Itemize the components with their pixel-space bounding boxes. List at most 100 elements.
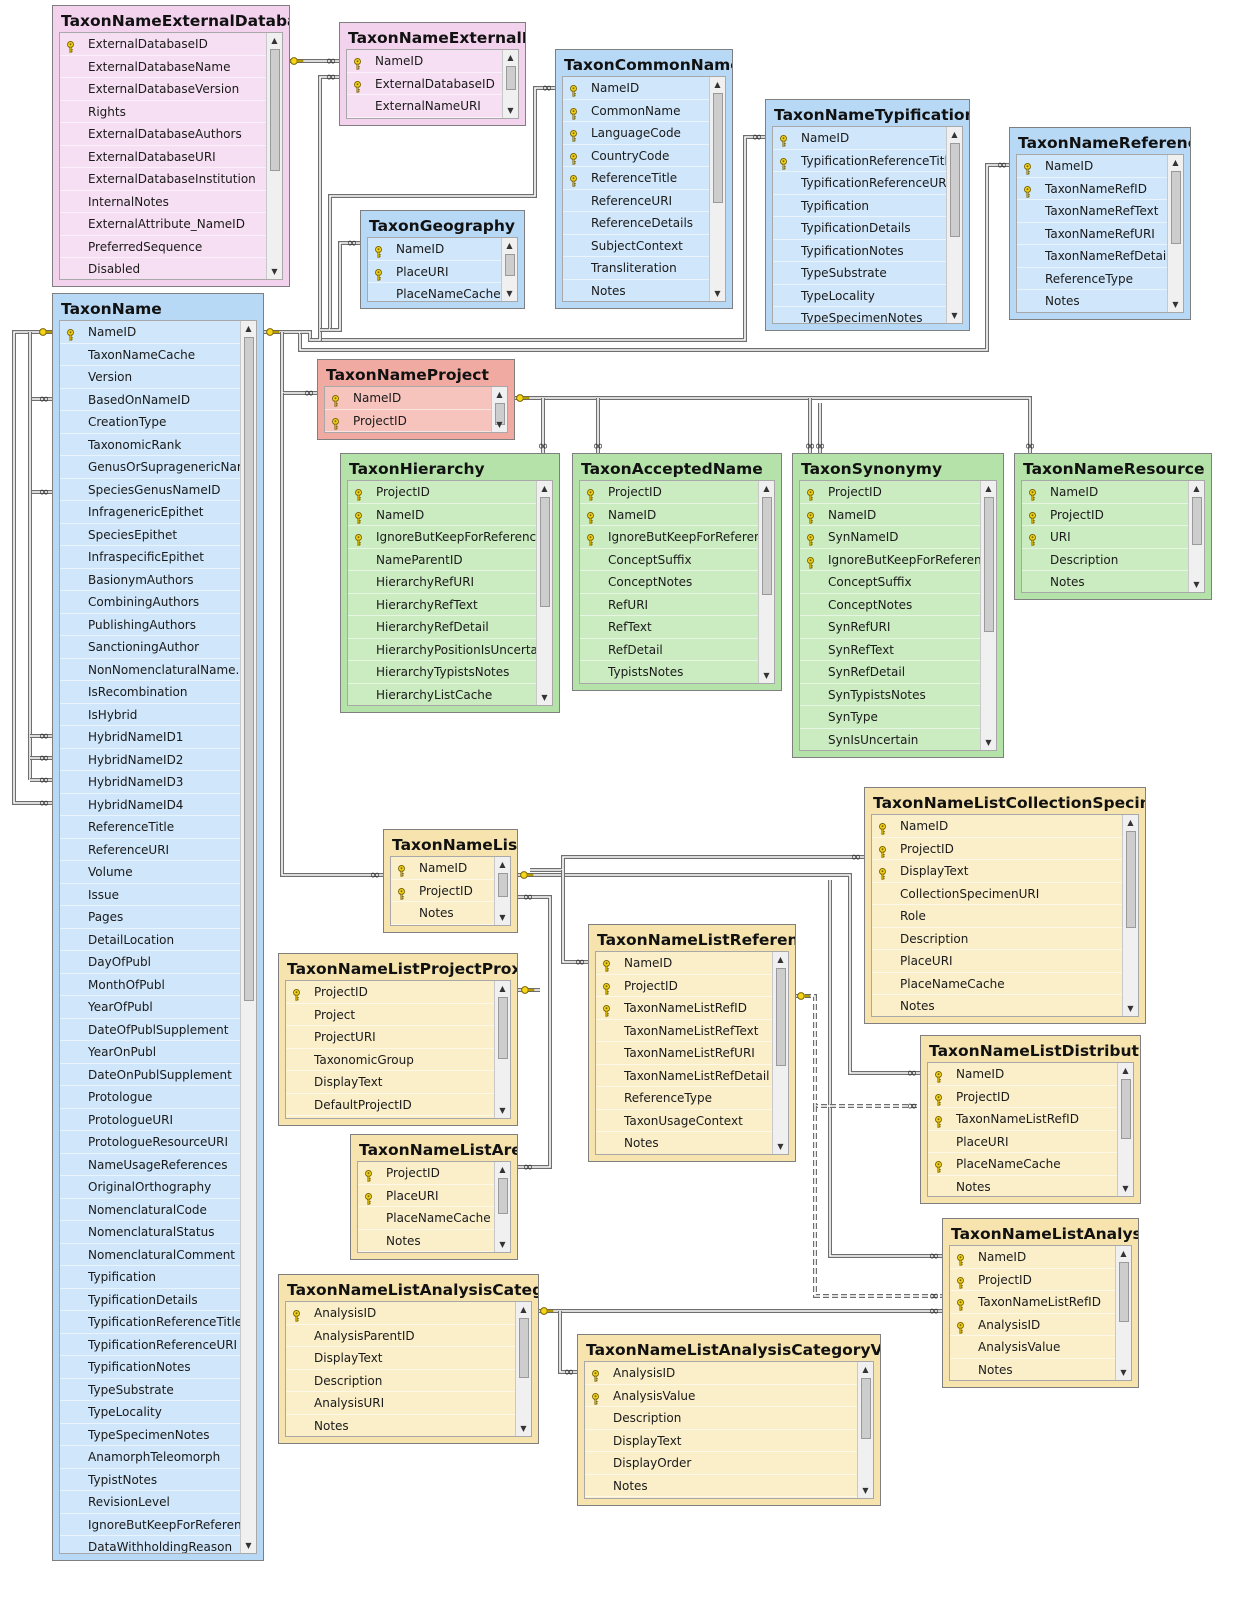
column-row[interactable]: PlaceNameCache — [928, 1153, 1117, 1176]
column-row[interactable]: HierarchyRefText — [348, 594, 536, 616]
column-row[interactable]: Notes — [358, 1230, 494, 1252]
table-title[interactable]: TaxonName — [61, 300, 162, 318]
column-row[interactable]: CommonName — [563, 100, 709, 122]
column-row[interactable]: AnalysisParentID — [286, 1325, 515, 1347]
column-row[interactable]: TypificationReferenceTitle — [773, 150, 946, 172]
column-row[interactable]: ConceptNotes — [580, 571, 758, 594]
scroll-down-arrow-icon[interactable]: ▼ — [714, 289, 721, 298]
column-row[interactable]: NameID — [580, 504, 758, 526]
column-row[interactable]: PlaceURI — [872, 950, 1122, 973]
column-row[interactable]: Notes — [1022, 571, 1188, 592]
column-row[interactable]: IgnoreButKeepForReference — [800, 549, 980, 571]
column-row[interactable]: DetailLocation — [60, 929, 240, 951]
column-row[interactable]: TypificationDetails — [60, 1289, 240, 1311]
column-row[interactable]: Notes — [928, 1176, 1117, 1197]
column-row[interactable]: Notes — [391, 902, 494, 925]
column-row[interactable]: DisplayText — [585, 1430, 857, 1452]
scrollbar-thumb[interactable] — [498, 873, 508, 897]
column-row[interactable]: HybridNameID3 — [60, 771, 240, 794]
column-row[interactable]: CollectionSpecimenURI — [872, 883, 1122, 905]
scrollbar-thumb[interactable] — [505, 254, 515, 276]
table-list-reference[interactable]: TaxonNameListReferenceNameIDProjectIDTax… — [588, 924, 796, 1162]
column-row[interactable]: ReferenceTitle — [60, 816, 240, 839]
table-title[interactable]: TaxonAcceptedName — [581, 460, 763, 478]
column-row[interactable]: ProtologueURI — [60, 1109, 240, 1131]
column-row[interactable]: TypeLocality — [60, 1401, 240, 1424]
column-row[interactable]: PlaceURI — [368, 261, 501, 283]
column-row[interactable]: AnalysisValue — [585, 1385, 857, 1407]
scrollbar[interactable]: ▲▼ — [946, 127, 962, 323]
scroll-down-arrow-icon[interactable]: ▼ — [862, 1486, 869, 1495]
column-row[interactable]: AnalysisID — [585, 1362, 857, 1385]
table-list-collection-specimen[interactable]: TaxonNameListCollectionSpecimenNameIDPro… — [864, 787, 1146, 1024]
column-row[interactable]: ProjectID — [800, 481, 980, 504]
scrollbar-thumb[interactable] — [1121, 1079, 1131, 1139]
scroll-down-arrow-icon[interactable]: ▼ — [1127, 1004, 1134, 1013]
table-title[interactable]: TaxonNameListAnalysisCategory — [287, 1281, 538, 1299]
column-row[interactable]: ExternalAttribute_NameID — [60, 213, 266, 236]
scroll-up-arrow-icon[interactable]: ▲ — [763, 484, 770, 493]
column-row[interactable]: MonthOfPubl — [60, 974, 240, 996]
column-row[interactable]: NameID — [391, 857, 494, 880]
column-row[interactable]: NameID — [773, 127, 946, 150]
table-list-distribution[interactable]: TaxonNameListDistributionNameIDProjectID… — [920, 1035, 1141, 1204]
column-row[interactable]: IgnoreButKeepForReference — [580, 526, 758, 549]
column-row[interactable]: Notes — [872, 995, 1122, 1016]
column-row[interactable]: HybridNameID2 — [60, 749, 240, 771]
column-row[interactable]: CombiningAuthors — [60, 591, 240, 614]
column-row[interactable]: DisplayText — [286, 1347, 515, 1370]
scrollbar-thumb[interactable] — [244, 337, 254, 1001]
column-row[interactable]: Notes — [585, 1475, 857, 1497]
column-row[interactable]: NomenclaturalCode — [60, 1199, 240, 1221]
column-row[interactable]: Volume — [60, 861, 240, 884]
column-row[interactable]: ConceptNotes — [800, 594, 980, 616]
column-row[interactable]: Pages — [60, 906, 240, 929]
column-row[interactable]: Protologue — [60, 1086, 240, 1109]
column-row[interactable]: TypistNotes — [60, 1469, 240, 1491]
table-title[interactable]: TaxonNameListAnalysis — [951, 1225, 1139, 1243]
column-row[interactable]: LanguageCode — [563, 122, 709, 145]
column-row[interactable]: ProjectID — [950, 1269, 1115, 1291]
column-row[interactable]: TypificationReferenceURI — [60, 1334, 240, 1356]
column-row[interactable]: HierarchyRefURI — [348, 571, 536, 594]
column-row[interactable]: AnalysisURI — [286, 1392, 515, 1415]
column-row[interactable]: ReferenceType — [1017, 268, 1167, 290]
column-row[interactable]: NameUsageReferences — [60, 1154, 240, 1176]
column-row[interactable]: IgnoreButKeepForReference — [60, 1514, 240, 1536]
table-title[interactable]: TaxonNameListProjectProxy — [287, 960, 518, 978]
column-row[interactable]: DisplayText — [286, 1071, 494, 1094]
column-row[interactable]: Notes — [596, 1132, 772, 1154]
scrollbar[interactable]: ▲▼ — [1115, 1246, 1131, 1380]
column-row[interactable]: TaxonNameListRefID — [928, 1108, 1117, 1131]
column-row[interactable]: DateOfPublSupplement — [60, 1019, 240, 1041]
column-row[interactable]: ConceptSuffix — [800, 571, 980, 594]
column-row[interactable]: DisplayOrder — [585, 1452, 857, 1475]
column-row[interactable]: TypistsNotes — [580, 661, 758, 683]
scroll-down-arrow-icon[interactable]: ▼ — [763, 671, 770, 680]
column-row[interactable]: ExternalNameURI — [347, 95, 502, 118]
column-row[interactable]: ExternalDatabaseID — [60, 33, 266, 56]
column-row[interactable]: TypificationNotes — [60, 1356, 240, 1379]
column-row[interactable]: PlaceNameCache — [368, 283, 501, 301]
column-row[interactable]: Version — [60, 366, 240, 389]
column-row[interactable]: Project — [286, 1004, 494, 1026]
column-row[interactable]: YearOnPubl — [60, 1041, 240, 1064]
column-row[interactable]: Description — [286, 1370, 515, 1392]
scrollbar-thumb[interactable] — [498, 1178, 508, 1214]
column-row[interactable]: SynRefText — [800, 639, 980, 661]
scroll-down-arrow-icon[interactable]: ▼ — [507, 106, 514, 115]
scroll-down-arrow-icon[interactable]: ▼ — [271, 267, 278, 276]
table-title[interactable]: TaxonNameListAnalysisCategoryValue — [586, 1341, 881, 1359]
column-row[interactable]: ProjectID — [580, 481, 758, 504]
column-row[interactable]: NameID — [325, 387, 491, 410]
column-row[interactable]: SynRefDetail — [800, 661, 980, 684]
column-row[interactable]: Notes — [286, 1415, 515, 1437]
scroll-up-arrow-icon[interactable]: ▲ — [499, 1165, 506, 1174]
scroll-up-arrow-icon[interactable]: ▲ — [541, 484, 548, 493]
column-row[interactable]: Disabled — [60, 258, 266, 279]
scroll-up-arrow-icon[interactable]: ▲ — [862, 1365, 869, 1374]
